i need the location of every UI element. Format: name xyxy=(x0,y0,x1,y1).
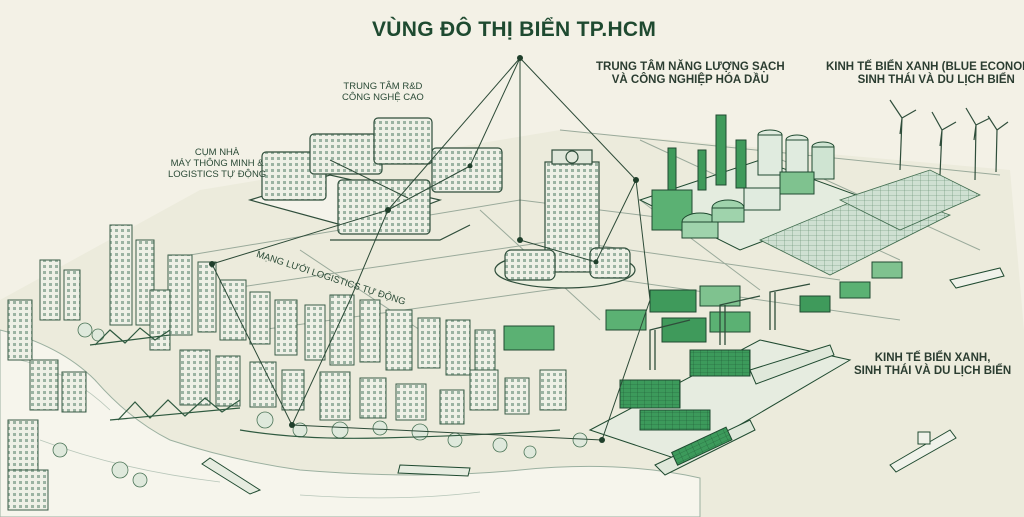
label-line: VÀ CÔNG NGHIỆP HÓA DẦU xyxy=(611,74,769,87)
label-rnd-center: TRUNG TÂM R&D CÔNG NGHỆ CAO xyxy=(342,81,424,104)
central-tower xyxy=(494,149,636,289)
label-line: SINH THÁI VÀ DU LỊCH BIỂN xyxy=(857,74,1015,87)
page-title: VÙNG ĐÔ THỊ BIỂN TP.HCM xyxy=(372,18,657,41)
crane-icon xyxy=(649,283,811,370)
solar-farm xyxy=(759,169,981,276)
label-line: LOGISTICS TỰ ĐỘNG xyxy=(168,168,267,180)
energy-complex xyxy=(638,114,872,251)
network-nodes xyxy=(209,55,639,443)
label-line: SINH THÁI VÀ DU LỊCH BIỂN xyxy=(854,365,1012,378)
helipad-icon xyxy=(565,150,579,164)
bridge-icon xyxy=(89,327,561,439)
label-blue-economy: KINH TẾ BIỂN XANH (BLUE ECONOMY), SINH T… xyxy=(826,61,1024,87)
label-line: MÁY THÔNG MINH & xyxy=(170,157,264,169)
wind-turbine-icon xyxy=(889,99,1009,181)
label-smart-factory: CỤM NHÀ MÁY THÔNG MINH & LOGISTICS TỰ ĐỘ… xyxy=(168,147,267,181)
label-line: TRUNG TÂM R&D xyxy=(343,81,423,92)
label-line: TRUNG TÂM NĂNG LƯỢNG SẠCH xyxy=(596,61,785,73)
ship-icon xyxy=(201,267,1005,495)
label-green-economy: KINH TẾ BIỂN XANH, SINH THÁI VÀ DU LỊCH … xyxy=(854,352,1011,378)
label-line: CÔNG NGHỆ CAO xyxy=(342,91,424,103)
label-line: KINH TẾ BIỂN XANH, xyxy=(874,352,991,364)
logistics-warehouses xyxy=(503,261,903,351)
rnd-campus xyxy=(247,117,503,241)
label-energy-center: TRUNG TÂM NĂNG LƯỢNG SẠCH VÀ CÔNG NGHIỆP… xyxy=(596,61,785,87)
label-line: CỤM NHÀ xyxy=(194,147,240,158)
trees xyxy=(52,322,588,488)
label-line: KINH TẾ BIỂN XANH (BLUE ECONOMY), xyxy=(826,61,1024,73)
city-buildings xyxy=(7,224,567,511)
